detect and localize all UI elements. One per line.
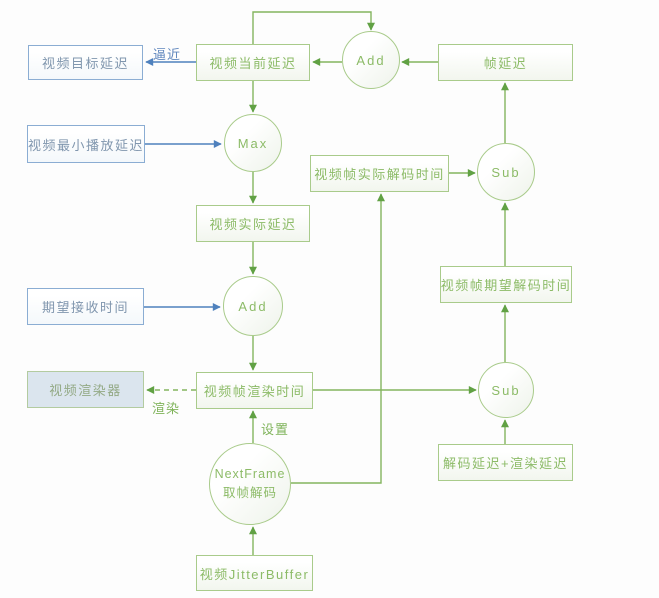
- node-video-frame-expected-decode-time: 视频帧期望解码时间: [440, 266, 572, 303]
- node-add1: Add: [342, 31, 400, 89]
- nextframe-label-line2: 取帧解码: [222, 486, 277, 500]
- node-video-jitterbuffer: 视频JitterBuffer: [196, 555, 313, 591]
- node-label: 视频JitterBuffer: [199, 566, 310, 582]
- node-video-actual-delay: 视频实际延迟: [196, 205, 310, 242]
- edge-nextframe-to-actual-decode-time: [291, 193, 385, 484]
- node-nextframe-decode: NextFrame 取帧解码: [209, 443, 291, 525]
- node-video-frame-actual-decode-time: 视频帧实际解码时间: [310, 155, 449, 192]
- node-max: Max: [224, 114, 282, 172]
- node-label: 视频目标延迟: [41, 56, 129, 71]
- node-label: 视频最小播放延迟: [28, 137, 145, 153]
- node-label: Max: [237, 135, 269, 151]
- node-frame-delay: 帧延迟: [438, 44, 573, 81]
- node-label: Sub: [491, 382, 521, 398]
- node-label: 视频帧渲染时间: [203, 384, 306, 399]
- node-label: 解码延迟+渲染延迟: [442, 456, 569, 471]
- node-video-current-delay: 视频当前延迟: [196, 44, 310, 81]
- node-video-target-delay: 视频目标延迟: [28, 45, 143, 80]
- node-sub1: Sub: [477, 143, 535, 201]
- edge-label-approach: 逼近: [153, 47, 182, 62]
- node-video-renderer: 视频渲染器: [27, 371, 144, 408]
- node-label: 视频实际延迟: [209, 217, 297, 232]
- node-sub2: Sub: [478, 362, 534, 418]
- nextframe-label-line1: NextFrame: [214, 466, 286, 481]
- node-label: Add: [238, 298, 268, 314]
- node-label: NextFrame 取帧解码: [215, 465, 286, 504]
- node-video-frame-render-time: 视频帧渲染时间: [196, 372, 313, 409]
- node-label: 视频帧实际解码时间: [314, 167, 445, 182]
- node-label: Sub: [491, 164, 521, 180]
- node-label: Add: [356, 52, 386, 68]
- node-decode-render-delay: 解码延迟+渲染延迟: [438, 444, 573, 481]
- node-label: 期望接收时间: [41, 300, 129, 315]
- node-label: 视频渲染器: [49, 383, 122, 398]
- edge-current-delay-loop-to-add1: [252, 11, 375, 44]
- node-expected-receive-time: 期望接收时间: [27, 288, 144, 325]
- node-label: 视频当前延迟: [209, 56, 297, 71]
- edge-label-set: 设置: [261, 422, 290, 437]
- node-add2: Add: [223, 276, 283, 336]
- node-video-min-play-delay: 视频最小播放延迟: [27, 125, 145, 163]
- edge-label-render: 渲染: [152, 401, 181, 416]
- node-label: 帧延迟: [483, 56, 528, 71]
- node-label: 视频帧期望解码时间: [440, 278, 572, 293]
